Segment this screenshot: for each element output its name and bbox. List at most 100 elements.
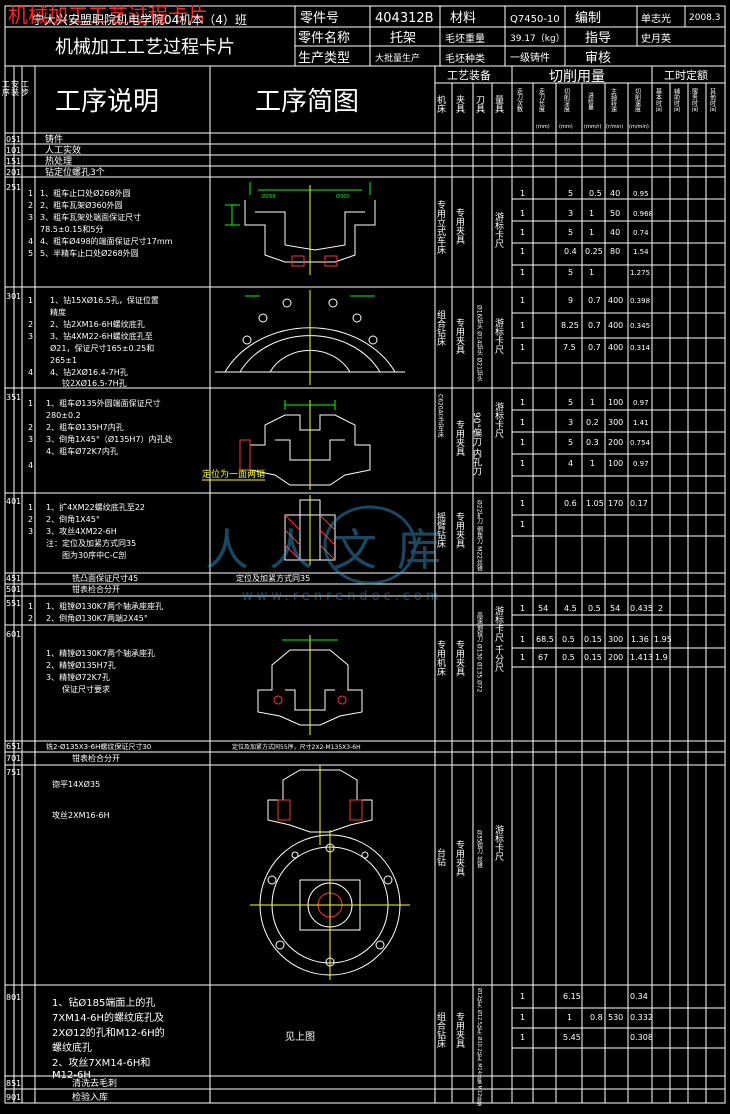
op30-r2-passes: 1 <box>520 321 525 330</box>
op30-r3-spindle: 400 <box>608 343 623 352</box>
op75-inst: 1 <box>16 768 21 777</box>
op40-step2-no: 2 <box>28 515 33 524</box>
op25-inst: 1 <box>16 183 21 192</box>
col-aux-time: 辅助时间 <box>673 87 680 113</box>
op40-sketch <box>284 495 336 565</box>
op25-fixture: 专用夹具 <box>454 207 465 245</box>
col-speed: 切削速度 <box>634 88 641 113</box>
op80-r2-spindle: 530 <box>608 1013 623 1022</box>
op40-r1-depth: 0.6 <box>564 499 577 508</box>
op55-inst: 1 <box>16 599 21 608</box>
op75-step1: 锪平14XØ35 <box>52 779 100 789</box>
op40-r1-passes: 1 <box>520 499 525 508</box>
op60-r2-basic: 1.9 <box>655 653 668 662</box>
op60-step4: 保证尺寸要求 <box>62 684 110 694</box>
svg-text:Ø360: Ø360 <box>336 193 349 200</box>
op25-r2-depth: 3 <box>568 209 573 218</box>
op25-no: 25 <box>6 183 16 192</box>
part-name-label: 零件名称 <box>298 30 350 46</box>
op55-step1-no: 1 <box>28 602 33 611</box>
op35-r2-spindle: 300 <box>608 418 623 427</box>
prod-type: 大批量生产 <box>375 52 420 64</box>
op40-step3c: 图为30序中C-C剖 <box>62 550 126 560</box>
watermark-title: 机械加工工艺过程卡片 <box>8 3 208 27</box>
op40-r2-passes: 1 <box>520 520 525 529</box>
op50-no: 50 <box>6 585 16 594</box>
op25-r3-depth: 5 <box>568 228 573 237</box>
op30-step3b: Ø21，保证尺寸165±0.25和 <box>50 343 154 353</box>
row-15-no: 15 <box>6 157 16 166</box>
op60-r1-depth: 0.5 <box>562 635 575 644</box>
prod-type-label: 生产类型 <box>298 51 350 66</box>
op30-r1-speed: 0.398 <box>630 297 650 305</box>
watermark: 人人文库 www.renrendoc.com <box>205 505 441 604</box>
op65-no: 65 <box>6 742 16 751</box>
op65-inst: 1 <box>16 742 21 751</box>
op60-r2-length: 67 <box>538 653 548 662</box>
blank-kind: 一级铸件 <box>510 51 550 64</box>
op30-r3-passes: 1 <box>520 343 525 352</box>
outer-frame <box>4 5 726 1104</box>
col-gauge: 量具 <box>493 95 504 114</box>
guide-name: 史月英 <box>641 32 671 45</box>
op35-step1b: 280±0.2 <box>46 411 81 420</box>
op-55-60: 55 1 1 1、粗镗Ø130K7两个轴承座座孔 2 2、倒角Ø130K7两端2… <box>6 599 672 735</box>
op25-r1-passes: 1 <box>520 189 525 198</box>
op25-step4-no: 4 <box>28 237 33 246</box>
op80-r1-depth: 6.15 <box>563 992 581 1001</box>
col-process-no: 工序 <box>2 80 11 97</box>
unit-feed: (mm/r) <box>584 124 601 130</box>
row-05-no: 05 <box>6 135 16 144</box>
col-install: 安装 <box>11 79 20 97</box>
op35-r4-feed: 1 <box>590 459 595 468</box>
row-15-desc: 热处理 <box>45 155 72 167</box>
op30-r3-speed: 0.314 <box>630 344 651 352</box>
op25-r4-feed: 0.25 <box>585 247 603 256</box>
op30-step2-no: 2 <box>28 320 33 329</box>
compiler-name: 单志光 <box>641 12 671 25</box>
op30-r1-feed: 0.7 <box>588 296 601 305</box>
col-description: 工序说明 <box>55 87 159 117</box>
op80-step2: 2、攻丝7XM14-6H和 <box>52 1056 150 1069</box>
op55-r1-feed: 0.5 <box>588 604 601 613</box>
op30-step1-no: 1 <box>28 296 33 305</box>
op35-r2-passes: 1 <box>520 418 525 427</box>
op80-machine: 组合钻床 <box>435 1011 446 1049</box>
op35-sketch: 定位为一面两销 <box>202 400 371 490</box>
col-feed: 进给量 <box>587 91 594 111</box>
op60-sketch <box>257 635 363 735</box>
blank-weight: 39.17（kg） <box>510 33 565 44</box>
op35-step1: 1、粗车Ø135外圆端面保证尺寸 <box>46 398 161 408</box>
op80-r1-passes: 1 <box>520 992 525 1001</box>
op25-gauge: 游标卡尺 <box>493 211 504 249</box>
op25-r5-passes: 1 <box>520 268 525 277</box>
op55-no: 55 <box>6 599 16 608</box>
unit-spindle: (r/min) <box>606 124 623 130</box>
op80-r2-passes: 1 <box>520 1013 525 1022</box>
part-name: 托架 <box>390 31 416 46</box>
row-separators <box>5 143 725 1090</box>
op35-step4: 4、粗车Ø72K7内孔 <box>46 446 118 456</box>
part-no: 404312B <box>375 11 434 26</box>
col-tool: 刀具 <box>474 95 485 114</box>
op30-step1: 1、钻15XØ16.5孔，保证位置 <box>50 295 159 305</box>
col-cut-depth: 切削深度 <box>563 88 570 113</box>
row-05-desc: 铸件 <box>45 133 63 145</box>
op25-r4-passes: 1 <box>520 247 525 256</box>
op35-step3-no: 3 <box>28 435 33 444</box>
op25-step3-no: 3 <box>28 213 33 222</box>
op25-sketch: Ø268 Ø360 <box>225 182 376 275</box>
op55-step2-no: 2 <box>28 614 33 623</box>
op50-inst: 1 <box>16 585 21 594</box>
op80-step1b: 7XM14-6H的螺纹底孔及 <box>52 1011 164 1024</box>
op30-r1-depth: 9 <box>568 296 573 305</box>
op60-r1-spindle: 300 <box>608 635 623 644</box>
op35-r2-feed: 0.2 <box>586 418 599 427</box>
op35-r1-speed: 0.97 <box>633 399 649 407</box>
col-cutting: 切削用量 <box>549 69 605 85</box>
op55-r1-spindle: 54 <box>610 604 620 613</box>
op40-step1: 1、扩4XM22螺纹底孔至22 <box>46 502 145 512</box>
data-row-lines <box>512 198 725 1049</box>
op55-r1-length: 54 <box>538 604 548 613</box>
op35-machine: C620A立式车床 <box>437 394 444 439</box>
